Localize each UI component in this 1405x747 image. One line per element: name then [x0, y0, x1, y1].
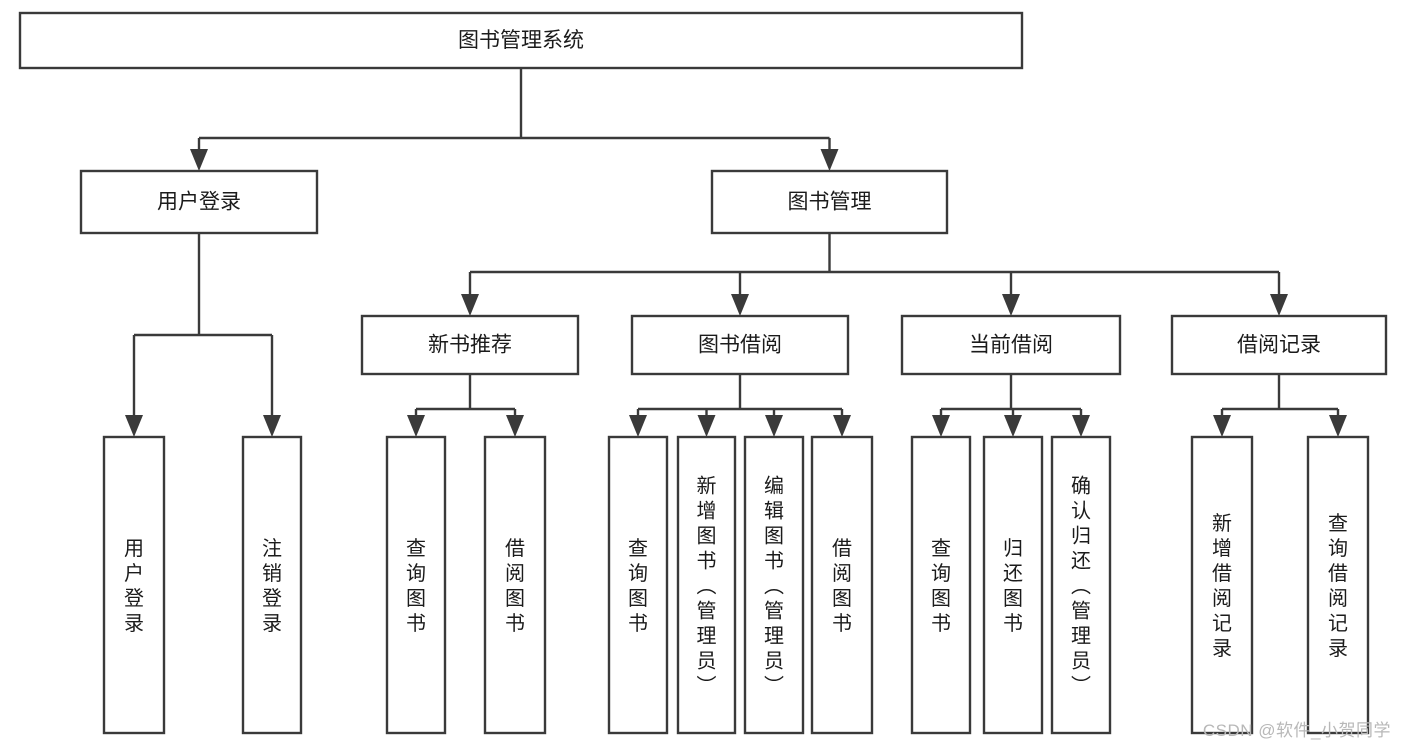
node-label: 借阅图书 [832, 537, 852, 635]
node-label: 用户登录 [157, 191, 241, 214]
node-label: 查询借阅记录 [1328, 512, 1348, 660]
node-label: 用户登录 [124, 538, 144, 635]
arrowhead-level1 [820, 149, 839, 171]
node-label: 借阅记录 [1237, 334, 1321, 357]
node-label: 图书管理 [788, 191, 872, 214]
arrowhead-leaf [125, 415, 143, 437]
level2-当前借阅[interactable]: 当前借阅 [900, 314, 1122, 376]
leaf-确认归还管理员[interactable]: 确认归还︵管理员︶ [1050, 435, 1112, 735]
node-label: 当前借阅 [969, 334, 1053, 357]
leaf-编辑图书管理员[interactable]: 编辑图书︵管理员︶ [743, 435, 805, 735]
leaf-查询图书[interactable]: 查询图书 [385, 435, 447, 735]
node-box-outline [607, 435, 669, 735]
node-box-outline [982, 435, 1044, 735]
node-box-outline [1306, 435, 1370, 735]
arrowhead-leaf [506, 415, 524, 437]
root-图书管理系统[interactable]: 图书管理系统 [18, 11, 1024, 70]
node-box-outline [1050, 435, 1112, 735]
arrowhead-leaf [1329, 415, 1347, 437]
node-box-outline [1170, 314, 1388, 376]
arrowhead-leaf [407, 415, 425, 437]
node-box-outline [360, 314, 580, 376]
node-box-outline [743, 435, 805, 735]
node-label: 借阅图书 [505, 537, 525, 635]
leaf-新增借阅记录[interactable]: 新增借阅记录 [1190, 435, 1254, 735]
arrowhead-leaf [833, 415, 851, 437]
arrowhead-leaf [1072, 415, 1090, 437]
arrowhead-leaf [932, 415, 950, 437]
leaf-查询借阅记录[interactable]: 查询借阅记录 [1306, 435, 1370, 735]
arrowhead-leaf [263, 415, 281, 437]
node-label: 查询图书 [628, 537, 648, 635]
node-label: 归还图书 [1003, 537, 1023, 635]
leaf-新增图书管理员[interactable]: 新增图书︵管理员︶ [676, 435, 737, 735]
arrowhead-level2 [461, 294, 479, 316]
node-box-outline [900, 314, 1122, 376]
node-box-outline [18, 11, 1024, 70]
node-box-outline [710, 169, 949, 235]
arrowhead-leaf [1004, 415, 1022, 437]
node-box-outline [810, 435, 874, 735]
node-label: 新增借阅记录 [1212, 512, 1232, 660]
connectors-layer [125, 68, 1347, 437]
leaf-用户登录[interactable]: 用户登录 [102, 435, 166, 735]
nodes-layer: 图书管理系统用户登录图书管理新书推荐图书借阅当前借阅借阅记录用户登录注销登录查询… [18, 11, 1388, 735]
node-box-outline [630, 314, 850, 376]
arrowhead-leaf [1213, 415, 1231, 437]
node-label: 图书借阅 [698, 334, 782, 357]
level2-借阅记录[interactable]: 借阅记录 [1170, 314, 1388, 376]
node-box-outline [241, 435, 303, 735]
node-box-outline [1190, 435, 1254, 735]
node-box-outline [102, 435, 166, 735]
node-label: 查询图书 [931, 537, 951, 635]
node-label: 确认归还︵管理员︶ [1071, 475, 1091, 698]
level1-图书管理[interactable]: 图书管理 [710, 169, 949, 235]
arrowhead-level2 [1002, 294, 1020, 316]
leaf-归还图书[interactable]: 归还图书 [982, 435, 1044, 735]
arrowhead-level2 [1270, 294, 1288, 316]
level1-用户登录[interactable]: 用户登录 [79, 169, 319, 235]
level2-新书推荐[interactable]: 新书推荐 [360, 314, 580, 376]
node-box-outline [676, 435, 737, 735]
node-box-outline [910, 435, 972, 735]
node-label: 新书推荐 [428, 334, 512, 357]
leaf-查询图书[interactable]: 查询图书 [910, 435, 972, 735]
leaf-查询图书[interactable]: 查询图书 [607, 435, 669, 735]
node-box-outline [79, 169, 319, 235]
node-box-outline [385, 435, 447, 735]
node-label: 编辑图书︵管理员︶ [764, 475, 784, 698]
arrowhead-level1 [190, 149, 208, 171]
node-label: 查询图书 [406, 537, 426, 635]
level2-图书借阅[interactable]: 图书借阅 [630, 314, 850, 376]
node-label: 注销登录 [262, 537, 282, 635]
node-label: 新增图书︵管理员︶ [697, 475, 717, 698]
node-box-outline [483, 435, 547, 735]
arrowhead-leaf [697, 415, 716, 437]
leaf-注销登录[interactable]: 注销登录 [241, 435, 303, 735]
arrowhead-leaf [629, 415, 647, 437]
node-label: 图书管理系统 [458, 29, 584, 52]
arrowhead-leaf [765, 415, 783, 437]
leaf-借阅图书[interactable]: 借阅图书 [810, 435, 874, 735]
leaf-借阅图书[interactable]: 借阅图书 [483, 435, 547, 735]
arrowhead-level2 [731, 294, 749, 316]
